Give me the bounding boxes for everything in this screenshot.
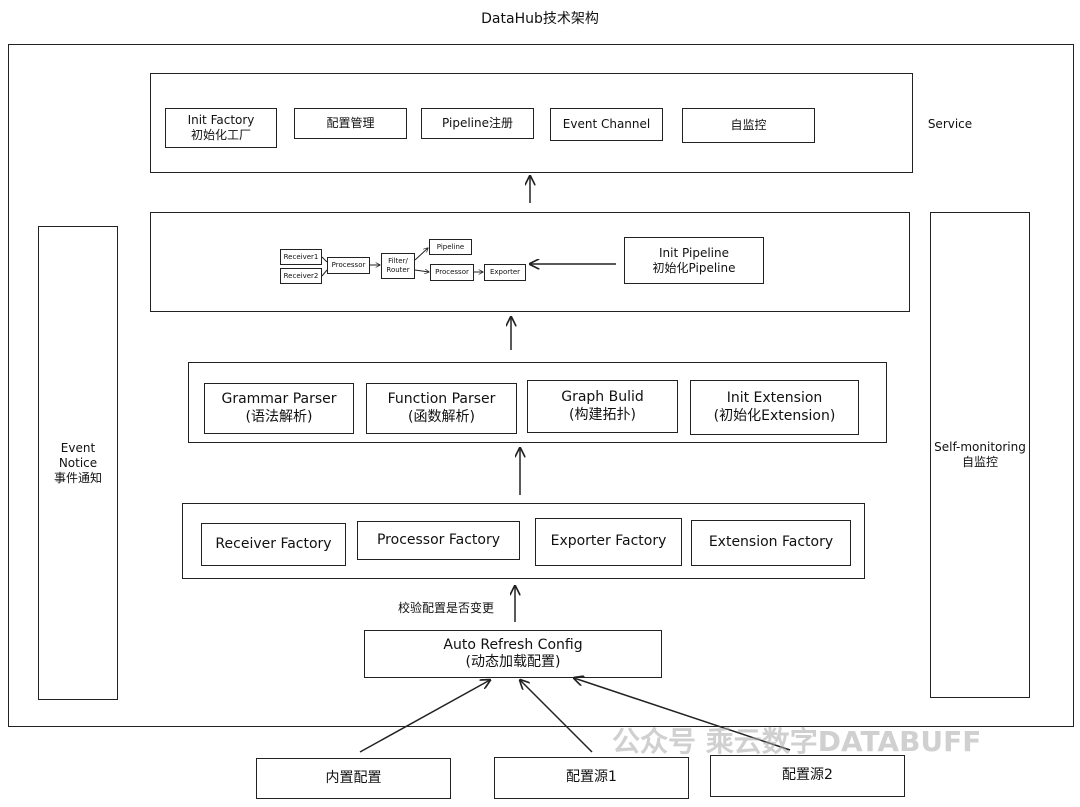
init-pipeline-label-1: Init Pipeline (659, 245, 729, 260)
self-monitoring-column: Self-monitoring 自监控 (930, 212, 1030, 698)
diagram-title: DataHub技术架构 (481, 11, 599, 28)
arrow-builtin-to-refresh (359, 680, 490, 753)
processor-b-label: Processor (435, 268, 469, 277)
builtin-config-label: 内置配置 (325, 769, 382, 786)
service-label: Service (927, 116, 973, 131)
graph-build-label-1: Graph Bulid (561, 389, 644, 405)
function-parser-label-2: (函数解析) (408, 408, 475, 425)
event-notice-label-1: Event (60, 440, 96, 455)
router-label: Router (386, 266, 410, 274)
pipeline-node-label: Pipeline (436, 242, 465, 251)
init-extension-label-2: (初始化Extension) (713, 407, 836, 424)
config-source-2-box: 配置源2 (710, 755, 905, 797)
arrow-source1-to-refresh (520, 680, 593, 753)
pipeline-node: Pipeline (429, 239, 472, 255)
arrow-source2-to-refresh (574, 678, 791, 751)
processor-factory-label: Processor Factory (376, 531, 501, 548)
config-source-1-label: 配置源1 (566, 769, 617, 786)
pipeline-register-label: Pipeline注册 (442, 116, 513, 130)
function-parser-box: Function Parser (函数解析) (366, 383, 517, 434)
receiver2-label: Receiver2 (283, 271, 319, 280)
exporter-node: Exporter (484, 264, 526, 281)
self-monitoring-label-2: 自监控 (961, 455, 998, 469)
init-extension-box: Init Extension (初始化Extension) (690, 380, 859, 435)
builtin-config-box: 内置配置 (256, 758, 451, 799)
config-source-1-box: 配置源1 (494, 757, 689, 799)
watermark: 公众号 乘云数字DATABUFF (612, 725, 982, 758)
auto-refresh-label-2: (动态加载配置) (465, 654, 561, 670)
init-extension-label-1: Init Extension (726, 390, 823, 406)
init-pipeline-label-2: 初始化Pipeline (652, 260, 736, 275)
extension-factory-label: Extension Factory (708, 534, 834, 551)
receiver-factory-label: Receiver Factory (215, 535, 332, 552)
event-channel-label: Event Channel (562, 117, 651, 131)
extension-factory-box: Extension Factory (691, 520, 851, 566)
self-monitoring-label-1: Self-monitoring (934, 440, 1026, 454)
verify-config-label: 校验配置是否变更 (397, 600, 494, 615)
grammar-parser-label-2: (语法解析) (245, 408, 313, 425)
receiver1-node: Receiver1 (280, 249, 322, 265)
filter-label: Filter/ (388, 257, 408, 266)
grammar-parser-box: Grammar Parser (语法解析) (204, 383, 354, 434)
exporter-factory-box: Exporter Factory (535, 518, 682, 566)
pipeline-register-box: Pipeline注册 (421, 108, 534, 139)
processor-a-label: Processor (331, 261, 366, 270)
graph-build-label-2: (构建拓扑) (569, 406, 636, 423)
filter-router-node: Filter/ Router (381, 253, 415, 279)
processor-a-node: Processor (327, 257, 370, 274)
grammar-parser-label-1: Grammar Parser (221, 391, 337, 407)
config-management-box: 配置管理 (294, 108, 407, 139)
self-monitor-label: 自监控 (730, 118, 767, 132)
arrow-receiver1-processor (321, 256, 328, 263)
processor-factory-box: Processor Factory (357, 521, 520, 560)
processor-b-node: Processor (430, 264, 474, 281)
exporter-factory-label: Exporter Factory (550, 533, 667, 550)
receiver-factory-box: Receiver Factory (201, 523, 346, 566)
receiver2-node: Receiver2 (280, 268, 322, 284)
event-notice-column: Event Notice 事件通知 (38, 226, 118, 700)
receiver1-label: Receiver1 (283, 252, 319, 261)
init-factory-label-1: Init Factory (187, 113, 255, 127)
self-monitor-box: 自监控 (682, 108, 815, 143)
event-notice-label-2: Notice (58, 455, 98, 470)
arrow-filter-processor (414, 270, 429, 272)
function-parser-label-1: Function Parser (387, 391, 496, 407)
init-pipeline-box: Init Pipeline 初始化Pipeline (624, 237, 764, 284)
arrow-receiver2-processor (321, 269, 328, 277)
graph-build-box: Graph Bulid (构建拓扑) (527, 380, 678, 433)
config-source-2-label: 配置源2 (782, 767, 833, 784)
arrow-filter-pipeline (414, 248, 428, 261)
init-factory-box: Init Factory 初始化工厂 (165, 108, 277, 148)
exporter-label: Exporter (489, 268, 521, 277)
event-channel-box: Event Channel (550, 108, 663, 141)
init-factory-label-2: 初始化工厂 (190, 128, 251, 142)
event-notice-label-3: 事件通知 (53, 470, 102, 485)
auto-refresh-label-1: Auto Refresh Config (443, 636, 583, 653)
config-management-label: 配置管理 (326, 116, 375, 130)
auto-refresh-config-box: Auto Refresh Config (动态加载配置) (364, 630, 662, 678)
